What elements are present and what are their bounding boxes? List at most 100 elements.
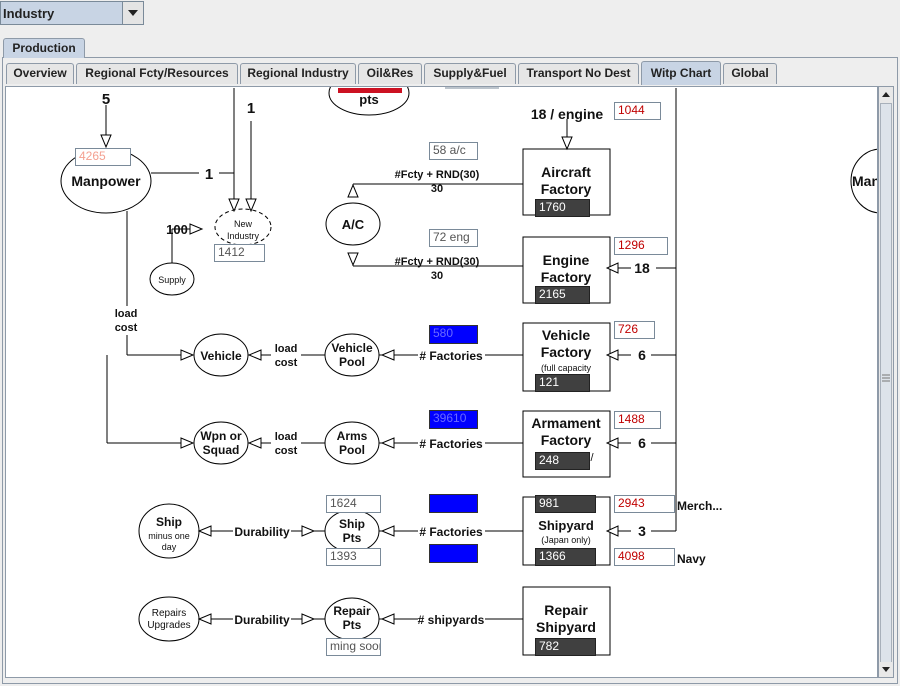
arms-pool-node: Arms [337, 429, 368, 443]
repair-pts-node: Repair [333, 604, 371, 618]
load-cost-label-a2: cost [115, 322, 138, 334]
navy-red-value: 4098 [614, 548, 675, 566]
engine-count-box: 72 eng [429, 229, 478, 247]
load-cost-label-c2: cost [275, 445, 298, 457]
arms-blue-box: 39610 [429, 410, 478, 429]
manpower-node-partial: Man [852, 173, 878, 189]
wpn-squad-node-2: Squad [203, 443, 240, 457]
load-cost-label-c: load [275, 431, 298, 443]
shipyard-top-value: 981 [535, 495, 596, 513]
scrollbar-thumb[interactable] [880, 103, 892, 663]
ac-node: A/C [342, 217, 365, 232]
shipyard: Shipyard [538, 518, 594, 533]
vehicle-pool-node-2: Pool [339, 355, 365, 369]
label-30-ac: 30 [431, 183, 443, 195]
new-industry-node-2: Industry [227, 231, 260, 241]
label-6-armament: 6 [638, 435, 646, 451]
aircraft-factory-2: Factory [541, 181, 592, 197]
armament-factory: Armament [531, 415, 601, 431]
label-100: 100 [166, 222, 188, 237]
scroll-down-button[interactable] [879, 662, 893, 677]
engine-red-value: 1044 [614, 102, 661, 120]
vehicle-red-value: 726 [614, 321, 655, 339]
vehicle-pool-node: Vehicle [331, 341, 373, 355]
repair-shipyard-2: Shipyard [536, 619, 596, 635]
vehicle-factory-value: 121 [535, 374, 590, 392]
repairs-node: Repairs [152, 608, 186, 619]
ship-blue-box-2 [429, 544, 478, 563]
ship-pts-node-2: Pts [343, 531, 362, 545]
repair-shipyard-value: 782 [535, 638, 596, 656]
shipyard-note: (Japan only) [541, 535, 591, 545]
repair-pts-value: ming soon [326, 638, 381, 656]
merch-label: Merch... [677, 499, 722, 513]
vehicle-blue-box: 580 [429, 325, 478, 344]
dropdown-value: Industry [3, 6, 55, 21]
vehicle-factory-2: Factory [541, 344, 592, 360]
industry-dropdown[interactable]: Industry [0, 1, 144, 25]
load-cost-label-b2: cost [275, 357, 298, 369]
scroll-up-button[interactable] [879, 87, 893, 102]
manpower-value: 4265 [75, 148, 131, 166]
tab-supply-fuel[interactable]: Supply&Fuel [424, 63, 516, 84]
shipyards-label: # shipyards [418, 613, 485, 627]
ship-node-2: minus one [148, 531, 190, 541]
top-red-bar [338, 88, 402, 93]
label-1-top: 1 [247, 100, 255, 117]
repair-shipyard: Repair [544, 602, 588, 618]
manpower-node: Manpower [71, 173, 141, 189]
label-18: 18 [634, 260, 650, 276]
tab-transport-no-dest[interactable]: Transport No Dest [518, 63, 639, 84]
label-18-per-engine: 18 / engine [531, 106, 604, 122]
label-fcty-rnd-ac: #Fcty + RND(30) [395, 169, 480, 181]
arms-pool-node-2: Pool [339, 443, 365, 457]
ship-pts-top-value: 1624 [326, 495, 381, 513]
ship-node-3: day [162, 542, 177, 552]
ship-pts-bottom-value: 1393 [326, 548, 381, 566]
arms-red-value: 1488 [614, 411, 661, 429]
label-fcty-rnd-eng: #Fcty + RND(30) [395, 256, 480, 268]
factories-label-2: # Factories [419, 437, 483, 451]
witp-flow-diagram: pts 5 1 18 / engine Manpower 1 New Indus… [60, 87, 878, 656]
engine-red-value-2: 1296 [614, 237, 668, 255]
new-industry-node: New [234, 219, 253, 229]
durability-label-2: Durability [234, 613, 290, 627]
tab-production[interactable]: Production [3, 38, 85, 58]
tab-overview[interactable]: Overview [6, 63, 74, 84]
aircraft-factory: Aircraft [541, 164, 591, 180]
label-6-vehicle: 6 [638, 347, 646, 363]
navy-label: Navy [677, 552, 706, 566]
ac-count-box: 58 a/c [429, 142, 478, 160]
tab-regional-industry[interactable]: Regional Industry [240, 63, 356, 84]
slash-label: / [590, 452, 594, 464]
engine-factory-value: 2165 [535, 286, 590, 304]
engine-factory: Engine [543, 252, 590, 268]
armament-factory-value: 248 [535, 452, 590, 470]
pts-top-label: pts [359, 92, 379, 107]
ship-blue-box-1 [429, 494, 478, 513]
ship-pts-node: Ship [339, 517, 365, 531]
vertical-scrollbar[interactable] [878, 86, 894, 678]
label-30-eng: 30 [431, 270, 443, 282]
merch-red-value: 2943 [614, 495, 675, 513]
load-cost-label-b: load [275, 343, 298, 355]
engine-factory-2: Factory [541, 269, 592, 285]
label-3: 3 [638, 523, 646, 539]
vehicle-factory-note: (full capacity [541, 363, 592, 373]
durability-label-1: Durability [234, 525, 290, 539]
load-cost-label-a: load [115, 308, 138, 320]
aircraft-factory-value: 1760 [535, 199, 590, 217]
tab-global[interactable]: Global [723, 63, 777, 84]
ship-node: Ship [156, 515, 182, 529]
tab-regional-fcty-resources[interactable]: Regional Fcty/Resources [76, 63, 238, 84]
supply-node: Supply [158, 275, 186, 285]
tab-oil-res[interactable]: Oil&Res [358, 63, 422, 84]
witp-chart-canvas[interactable]: pts 5 1 18 / engine Manpower 1 New Indus… [5, 86, 878, 678]
new-industry-value: 1412 [214, 244, 265, 262]
vehicle-node: Vehicle [200, 349, 242, 363]
label-1-manpower: 1 [205, 166, 213, 183]
tab-witp-chart[interactable]: Witp Chart [641, 61, 721, 85]
label-5: 5 [102, 91, 110, 108]
factories-label-1: # Factories [419, 349, 483, 363]
chevron-down-icon[interactable] [122, 2, 143, 24]
